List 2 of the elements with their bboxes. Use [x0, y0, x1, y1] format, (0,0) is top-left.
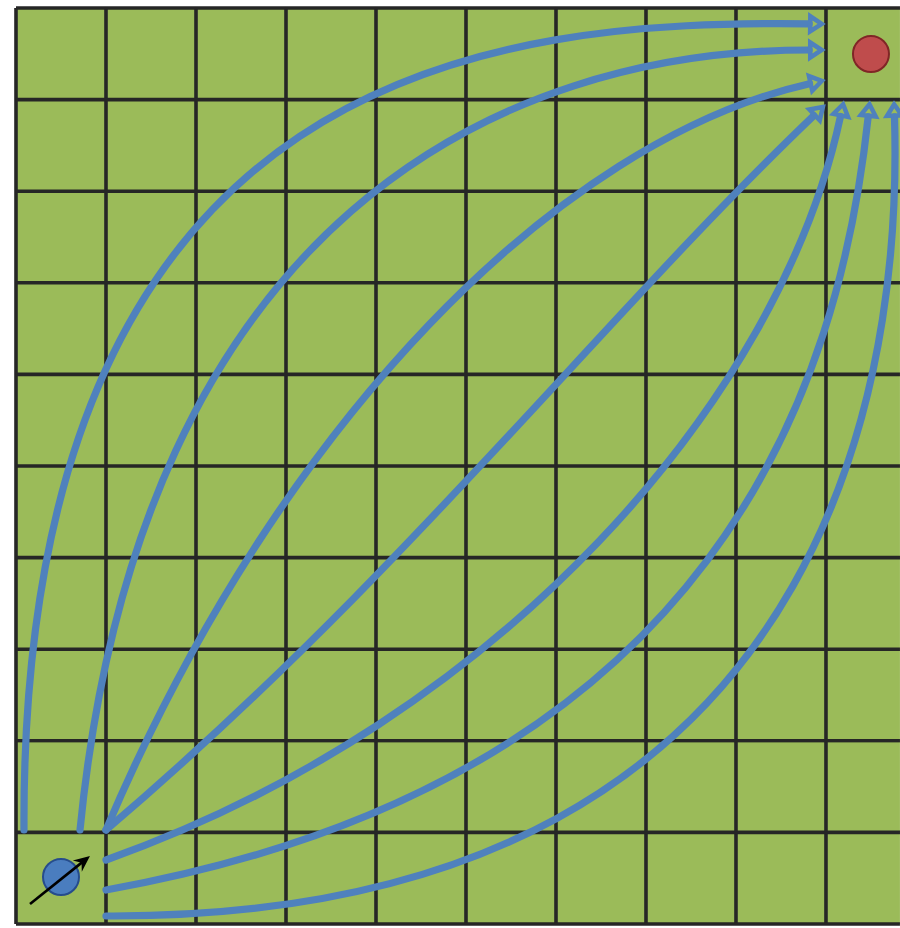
start-marker — [42, 858, 80, 896]
goal-marker — [852, 35, 890, 73]
